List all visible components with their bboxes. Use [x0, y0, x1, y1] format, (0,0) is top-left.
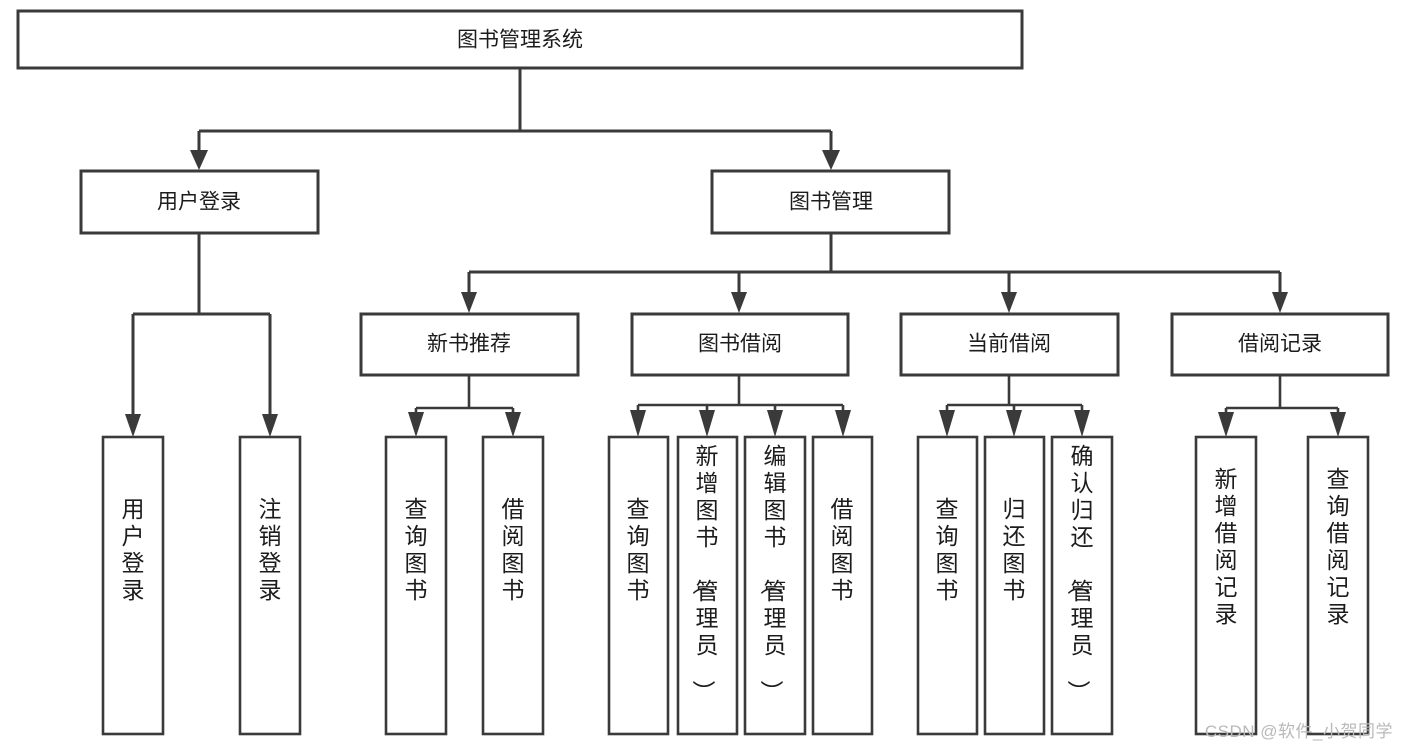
node-book-manage-box[interactable] [710, 169, 951, 235]
arrowhead-leaf-user-logout [262, 414, 278, 437]
leaf-add-book-box[interactable] [676, 435, 739, 736]
leaf-user-logout-box[interactable] [238, 435, 302, 736]
node-book-manage-label: 图书管理 [789, 191, 873, 214]
node-book-manage[interactable]: 图书管理 [710, 169, 951, 235]
leaf-borrow-book-2-label: 借阅图书 [831, 496, 854, 603]
arrowhead-leaf-borrow-book-2 [835, 410, 851, 437]
connector-layer [125, 68, 1346, 437]
arrowhead-leaf-query-book-1 [408, 412, 424, 437]
node-current-borrow[interactable]: 当前借阅 [899, 312, 1120, 377]
arrowhead-leaf-query-book-3 [939, 410, 955, 437]
leaf-edit-book-box[interactable] [743, 435, 807, 736]
leaf-return-book-label: 归还图书 [1003, 496, 1026, 603]
node-borrow-record-label: 借阅记录 [1238, 333, 1322, 356]
arrowhead-leaf-edit-book [767, 410, 783, 437]
arrowhead-book-manage [822, 150, 840, 170]
leaf-return-book-box[interactable] [983, 435, 1046, 736]
arrowhead-user-login [190, 150, 208, 170]
leaf-query-book-1-box[interactable] [384, 435, 448, 736]
leaf-borrow-book-2[interactable]: 借阅图书 [811, 435, 874, 736]
leaf-query-book-2-label: 查询图书 [627, 496, 650, 603]
leaf-add-record[interactable]: 新增借阅记录 [1194, 435, 1258, 736]
node-new-book-rec[interactable]: 新书推荐 [359, 312, 580, 377]
arrowhead-leaf-query-book-2 [630, 410, 646, 437]
leaf-query-book-3-box[interactable] [916, 435, 979, 736]
node-book-borrow-label: 图书借阅 [698, 333, 782, 356]
leaf-query-book-2[interactable]: 查询图书 [607, 435, 670, 736]
arrowhead-leaf-add-book [699, 410, 715, 437]
arrowhead-leaf-confirm-return [1074, 410, 1090, 437]
node-root-label: 图书管理系统 [457, 29, 583, 52]
leaf-query-record-box[interactable] [1306, 435, 1370, 736]
leaf-query-book-1[interactable]: 查询图书 [384, 435, 448, 736]
arrowhead-leaf-borrow-book-1 [505, 412, 521, 437]
node-new-book-rec-box[interactable] [359, 312, 580, 377]
node-current-borrow-box[interactable] [899, 312, 1120, 377]
leaf-query-book-1-label: 查询图书 [405, 496, 428, 603]
node-user-login-box[interactable] [79, 169, 320, 235]
leaf-return-book[interactable]: 归还图书 [983, 435, 1046, 736]
leaf-add-book[interactable]: 新增图书（管理员） [676, 435, 739, 736]
node-user-login-label: 用户登录 [157, 191, 241, 214]
leaf-borrow-book-1-label: 借阅图书 [502, 496, 525, 603]
node-book-borrow[interactable]: 图书借阅 [630, 312, 850, 377]
leaf-add-book-label: 新增图书（管理员） [691, 443, 719, 703]
arrowhead-new-book-rec [461, 292, 477, 313]
leaf-borrow-book-1[interactable]: 借阅图书 [481, 435, 545, 736]
node-root-box[interactable] [16, 9, 1024, 70]
leaf-query-record[interactable]: 查询借阅记录 [1306, 435, 1370, 736]
leaf-user-login-label: 用户登录 [122, 496, 145, 603]
node-user-login[interactable]: 用户登录 [79, 169, 320, 235]
leaf-borrow-book-2-box[interactable] [811, 435, 874, 736]
leaf-query-book-2-box[interactable] [607, 435, 670, 736]
leaf-confirm-return-label: 确认归还（管理员） [1066, 443, 1094, 703]
leaf-query-book-3-label: 查询图书 [936, 496, 959, 603]
leaf-edit-book-label: 编辑图书（管理员） [759, 443, 787, 703]
arrowhead-leaf-user-login [125, 414, 141, 437]
leaf-user-logout[interactable]: 注销登录 [238, 435, 302, 736]
leaf-query-book-3[interactable]: 查询图书 [916, 435, 979, 736]
node-borrow-record[interactable]: 借阅记录 [1170, 312, 1390, 377]
leaf-query-record-label: 查询借阅记录 [1327, 466, 1350, 627]
leaf-user-login-box[interactable] [101, 435, 165, 736]
arrowhead-leaf-query-record [1330, 412, 1346, 437]
node-root[interactable]: 图书管理系统 [16, 9, 1024, 70]
leaf-user-logout-label: 注销登录 [259, 496, 282, 603]
csdn-watermark: CSDN @软件_小贺同学 [1204, 722, 1393, 741]
leaf-add-record-box[interactable] [1194, 435, 1258, 736]
leaf-confirm-return-box[interactable] [1050, 435, 1114, 736]
arrowhead-borrow-record [1272, 292, 1288, 313]
leaf-user-login[interactable]: 用户登录 [101, 435, 165, 736]
node-current-borrow-label: 当前借阅 [967, 333, 1051, 356]
arrowhead-book-borrow [731, 292, 747, 313]
arrowhead-leaf-return-book [1006, 410, 1022, 437]
leaf-add-record-label: 新增借阅记录 [1215, 466, 1238, 627]
leaf-borrow-book-1-box[interactable] [481, 435, 545, 736]
node-book-borrow-box[interactable] [630, 312, 850, 377]
arrowhead-leaf-add-record [1218, 412, 1234, 437]
leaf-edit-book[interactable]: 编辑图书（管理员） [743, 435, 807, 736]
node-new-book-rec-label: 新书推荐 [427, 333, 511, 356]
leaf-confirm-return[interactable]: 确认归还（管理员） [1050, 435, 1114, 736]
arrowhead-current-borrow [1001, 292, 1017, 313]
node-borrow-record-box[interactable] [1170, 312, 1390, 377]
